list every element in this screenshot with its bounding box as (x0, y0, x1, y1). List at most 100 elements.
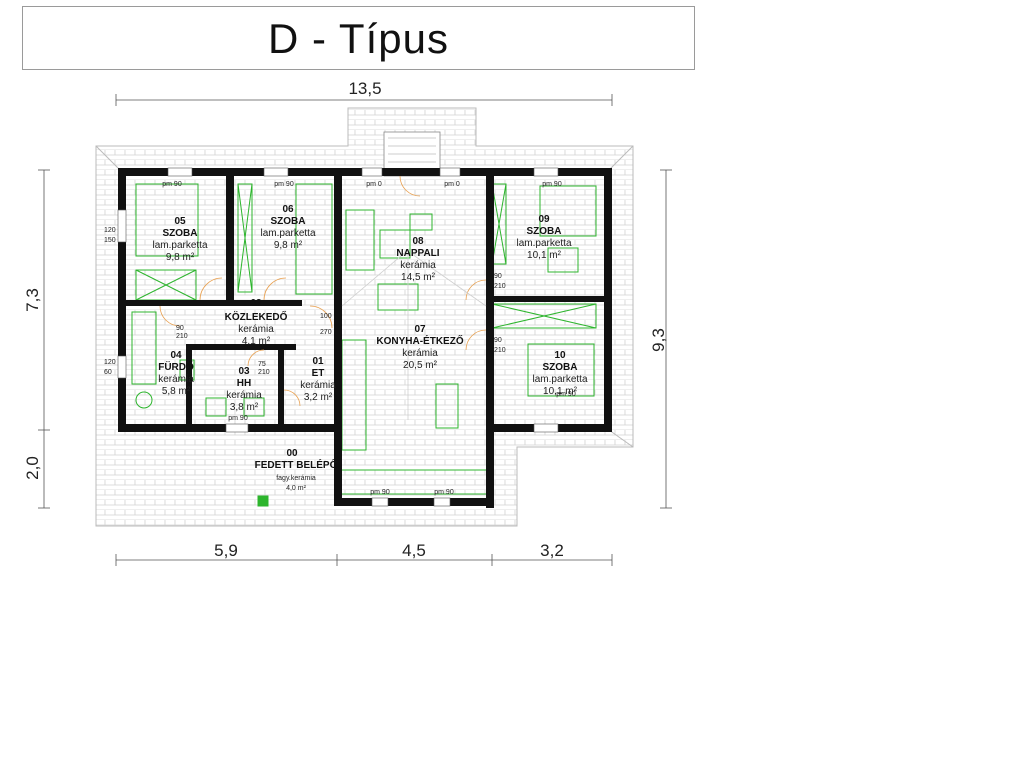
bed-room-06 (295, 183, 333, 295)
svg-text:04: 04 (170, 350, 182, 361)
svg-text:FEDETT BELÉPŐ: FEDETT BELÉPŐ (255, 458, 338, 471)
room-label-04: 04 FÜRDŐ kerámia 5,8 m² (158, 350, 194, 397)
dimension-lines (38, 94, 672, 566)
svg-text:09: 09 (538, 214, 550, 225)
dim-right: 9,3 (649, 328, 668, 352)
svg-text:120: 120 (104, 227, 116, 234)
svg-text:02: 02 (250, 298, 262, 309)
svg-text:pm 90: pm 90 (228, 415, 248, 422)
svg-text:KONYHA-ÉTKEZŐ: KONYHA-ÉTKEZŐ (376, 334, 463, 347)
svg-text:pm 90: pm 90 (556, 391, 576, 398)
chair-living (409, 213, 433, 231)
svg-text:90: 90 (494, 273, 502, 280)
wardrobe-room-06 (237, 183, 253, 293)
bed-room-09 (539, 185, 597, 237)
door-arcs (159, 175, 487, 407)
room-label-07: 07 KONYHA-ÉTKEZŐ kerámia 20,5 m² (376, 324, 463, 371)
svg-text:kerámia: kerámia (158, 374, 194, 385)
svg-text:kerámia: kerámia (300, 380, 336, 391)
svg-text:90: 90 (494, 337, 502, 344)
plan-title: D - Típus (268, 15, 449, 62)
svg-text:08: 08 (412, 236, 424, 247)
svg-text:210: 210 (258, 369, 270, 376)
svg-text:3,2 m²: 3,2 m² (304, 392, 333, 403)
svg-text:100: 100 (320, 313, 332, 320)
room-label-00: 00 FEDETT BELÉPŐ fagy.kerámia 4,0 m² (255, 448, 338, 492)
bed-room-05 (135, 183, 199, 257)
svg-text:120: 120 (104, 359, 116, 366)
svg-text:03: 03 (238, 366, 250, 377)
dining-table (435, 383, 459, 429)
svg-text:KÖZLEKEDŐ: KÖZLEKEDŐ (225, 310, 288, 323)
washing-machine (205, 397, 227, 417)
bathtub (131, 311, 157, 385)
svg-text:pm 90: pm 90 (274, 181, 294, 188)
svg-text:SZOBA: SZOBA (271, 216, 306, 227)
svg-text:90: 90 (176, 325, 184, 332)
svg-text:lam.parketta: lam.parketta (260, 228, 315, 239)
svg-text:SZOBA: SZOBA (163, 228, 198, 239)
svg-text:05: 05 (174, 216, 186, 227)
svg-text:9,8 m²: 9,8 m² (274, 240, 303, 251)
svg-text:pm 90: pm 90 (542, 181, 562, 188)
room-label-03: 03 HH kerámia 3,8 m² (226, 366, 262, 413)
svg-text:10,1 m²: 10,1 m² (527, 250, 562, 261)
svg-text:20,5 m²: 20,5 m² (403, 360, 438, 371)
ceiling-lines (341, 249, 487, 420)
svg-text:NAPPALI: NAPPALI (396, 248, 439, 259)
svg-text:10: 10 (554, 350, 566, 361)
room-label-09: 09 SZOBA lam.parketta 10,1 m² (516, 214, 571, 261)
desk-room-09 (547, 247, 579, 273)
room-label-01: 01 ET kerámia 3,2 m² (300, 356, 336, 403)
svg-text:kerámia: kerámia (402, 348, 438, 359)
svg-text:14,5 m²: 14,5 m² (401, 272, 436, 283)
svg-text:pm 90: pm 90 (162, 181, 182, 188)
bed-room-10 (527, 343, 595, 397)
dim-bottom-1: 5,9 (214, 541, 238, 560)
dim-bottom-2: 4,5 (402, 541, 426, 560)
svg-text:9,8 m²: 9,8 m² (166, 252, 195, 263)
svg-text:SZOBA: SZOBA (543, 362, 578, 373)
opening-annotations: pm 90 pm 90 pm 0 pm 0 pm 90 pm 90 pm 90 … (104, 181, 576, 496)
svg-text:5,8 m²: 5,8 m² (162, 386, 191, 397)
dim-left-lower: 2,0 (23, 456, 42, 480)
svg-text:3,8 m²: 3,8 m² (230, 402, 259, 413)
table-living (379, 229, 411, 259)
svg-text:4,1 m²: 4,1 m² (242, 336, 271, 347)
dim-left-upper: 7,3 (23, 288, 42, 312)
svg-text:lam.parketta: lam.parketta (152, 240, 207, 251)
sofa-living (345, 209, 375, 271)
svg-text:4,0 m²: 4,0 m² (286, 485, 307, 492)
svg-text:07: 07 (414, 324, 426, 335)
room-label-08: 08 NAPPALI kerámia 14,5 m² (396, 236, 439, 283)
room-label-05: 05 SZOBA lam.parketta 9,8 m² (152, 216, 207, 263)
svg-text:SZOBA: SZOBA (527, 226, 562, 237)
svg-text:kerámia: kerámia (400, 260, 436, 271)
svg-text:lam.parketta: lam.parketta (516, 238, 571, 249)
room-label-02: 02 KÖZLEKEDŐ kerámia 4,1 m² (225, 298, 288, 347)
svg-text:kerámia: kerámia (238, 324, 274, 335)
svg-text:210: 210 (176, 333, 188, 340)
svg-text:60: 60 (104, 369, 112, 376)
svg-text:FÜRDŐ: FÜRDŐ (158, 360, 194, 373)
svg-text:kerámia: kerámia (226, 390, 262, 401)
plant (257, 495, 269, 507)
windows (117, 167, 559, 507)
svg-text:pm 90: pm 90 (434, 489, 454, 496)
svg-text:ET: ET (312, 368, 325, 379)
svg-text:pm 0: pm 0 (366, 181, 382, 188)
svg-text:10,1 m²: 10,1 m² (543, 386, 578, 397)
dim-bottom-3: 3,2 (540, 541, 564, 560)
room-label-06: 06 SZOBA lam.parketta 9,8 m² (260, 204, 315, 251)
armchair-living (377, 283, 419, 311)
svg-text:HH: HH (237, 378, 251, 389)
svg-text:lam.parketta: lam.parketta (532, 374, 587, 385)
svg-text:210: 210 (494, 347, 506, 354)
title-box: D - Típus (22, 6, 695, 70)
room-label-10: 10 SZOBA lam.parketta 10,1 m² (532, 350, 587, 397)
dim-top: 13,5 (348, 79, 381, 98)
svg-text:00: 00 (286, 448, 298, 459)
svg-text:pm 90: pm 90 (370, 489, 390, 496)
svg-text:150: 150 (104, 237, 116, 244)
